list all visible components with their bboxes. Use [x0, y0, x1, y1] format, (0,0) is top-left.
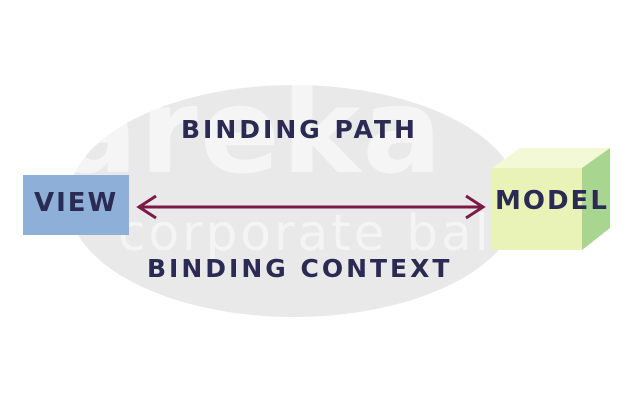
- binding-context-label: BINDING CONTEXT: [147, 254, 453, 283]
- binding-ellipse: [68, 85, 520, 317]
- model-label: MODEL: [495, 186, 609, 216]
- watermark-logo: areka: [58, 62, 444, 200]
- binding-path-label: BINDING PATH: [181, 115, 418, 144]
- view-label: VIEW: [34, 188, 119, 218]
- view-box: [23, 175, 129, 235]
